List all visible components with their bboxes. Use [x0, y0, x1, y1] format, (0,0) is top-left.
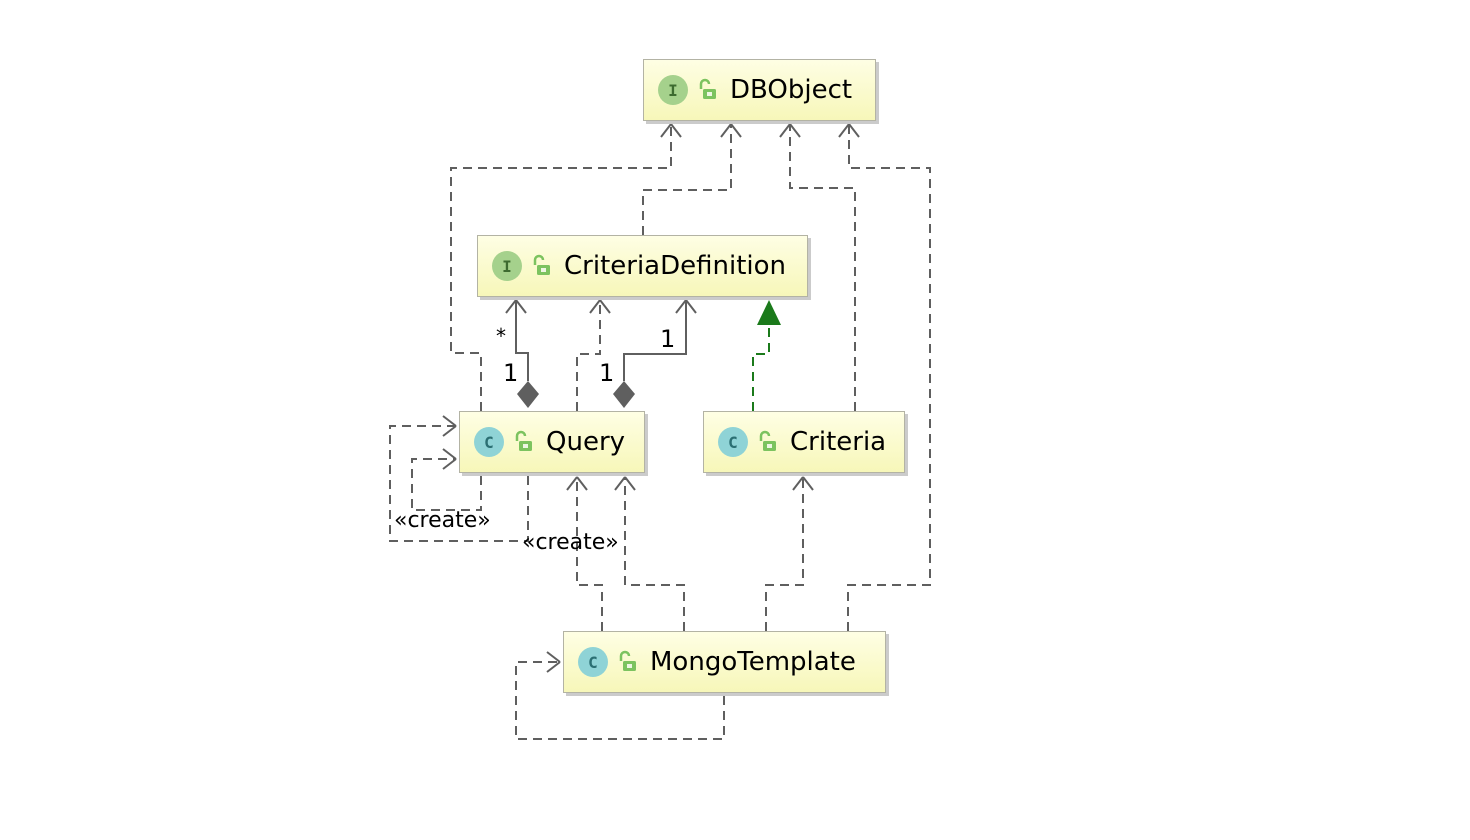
node-name: DBObject — [730, 75, 853, 105]
edge-query-composition-left — [515, 300, 529, 381]
multiplicity-one-left: 1 — [503, 359, 518, 387]
edge-mongotemplate-to-criteria — [765, 477, 804, 631]
unlocked-padlock-icon — [619, 650, 636, 671]
interface-icon: I — [658, 75, 688, 105]
node-name: MongoTemplate — [650, 647, 856, 677]
composition-diamond-right — [613, 381, 635, 408]
node-name: Query — [546, 427, 626, 457]
composition-diamond-left — [517, 381, 539, 408]
edge-query-composition-right — [623, 300, 687, 381]
multiplicity-one-right: 1 — [660, 325, 675, 353]
realization-arrowhead — [757, 300, 781, 325]
edge-query-to-dbobject — [450, 124, 672, 411]
edge-query-self-create-inner — [411, 458, 482, 511]
node-dbobject[interactable]: I DBObject — [643, 59, 876, 121]
edge-criteriadefinition-to-dbobject — [642, 124, 732, 235]
interface-icon: I — [492, 251, 522, 281]
node-mongotemplate[interactable]: C MongoTemplate — [563, 631, 886, 693]
node-query[interactable]: C Query — [459, 411, 645, 473]
edge-criteria-implements-criteriadefinition — [752, 300, 781, 411]
edge-query-self-create-outer — [389, 425, 529, 542]
unlocked-padlock-icon — [759, 430, 776, 451]
node-criteria[interactable]: C Criteria — [703, 411, 905, 473]
node-criteriadefinition[interactable]: I CriteriaDefinition — [477, 235, 808, 297]
multiplicity-star: * — [496, 324, 506, 348]
unlocked-padlock-icon — [515, 430, 532, 451]
edge-mongotemplate-to-query-a — [576, 477, 603, 631]
class-icon: C — [578, 647, 608, 677]
unlocked-padlock-icon — [699, 78, 716, 99]
unlocked-padlock-icon — [533, 254, 550, 275]
edge-mongotemplate-to-dbobject — [847, 124, 931, 631]
node-name: Criteria — [790, 427, 887, 457]
edge-mongotemplate-to-query-b — [624, 477, 685, 631]
class-icon: C — [474, 427, 504, 457]
create-label-left: «create» — [394, 508, 491, 533]
edge-query-to-criteriadefinition — [576, 300, 601, 411]
class-icon: C — [718, 427, 748, 457]
multiplicity-one-middle: 1 — [599, 359, 614, 387]
edge-criteria-to-dbobject — [789, 124, 856, 411]
node-name: CriteriaDefinition — [564, 251, 787, 281]
create-label-right: «create» — [522, 530, 619, 555]
